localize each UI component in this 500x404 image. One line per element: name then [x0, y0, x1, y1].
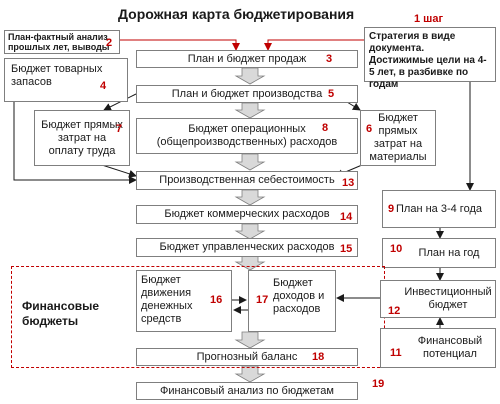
- node-strategy: Стратегия в виде документа. Достижимые ц…: [364, 27, 496, 90]
- node-production: План и бюджет производства: [136, 85, 358, 103]
- node-management-num: 15: [340, 243, 353, 255]
- node-forecast-num: 18: [312, 351, 325, 363]
- node-operational-num: 8: [322, 122, 329, 134]
- node-plan-year: План на год: [382, 238, 496, 268]
- node-cost: Производственная себестоимость: [136, 171, 358, 190]
- node-plan-year-num: 10: [390, 243, 403, 255]
- node-fin-potential: Финансовый потенциал: [380, 328, 496, 368]
- node-management: Бюджет управленческих расходов: [136, 238, 358, 257]
- node-inventory-text: Бюджет товарных запасов: [11, 63, 103, 88]
- financial-budgets-label: Финансовые бюджеты: [22, 299, 100, 328]
- connector-inventory-to-cost: [13, 102, 137, 184]
- node-forecast: Прогнозный баланс: [136, 348, 358, 366]
- node-plan-3-4-text: План на 3-4 года: [396, 202, 482, 215]
- node-income-text: Бюджет доходов и расходов: [273, 277, 325, 315]
- node-commercial-num: 14: [340, 211, 353, 223]
- node-inventory-num: 4: [100, 80, 107, 92]
- node-income-num: 17: [256, 294, 269, 306]
- node-labor-num: 7: [116, 123, 123, 135]
- connector-production-to-labor: [103, 93, 137, 111]
- diagram-title: Дорожная карта бюджетирования: [118, 6, 355, 22]
- node-sales-text: План и бюджет продаж: [187, 52, 307, 65]
- node-plan-fact: План-фактный анализ прошлых лет, выводы: [4, 30, 120, 54]
- node-cashflow-num: 16: [210, 294, 223, 306]
- node-cashflow-text: Бюджет движения денежных средств: [141, 274, 193, 325]
- node-strategy-num: 1 шаг: [414, 13, 444, 25]
- node-fin-potential-text: Финансовый потенциал: [417, 335, 483, 360]
- connector-plan-fact-to-sales: [120, 39, 240, 51]
- connector-labor-to-cost: [101, 164, 137, 178]
- node-commercial: Бюджет коммерческих расходов: [136, 205, 358, 224]
- node-plan-3-4: План на 3-4 года: [382, 190, 496, 228]
- node-fin-potential-num: 11: [390, 347, 402, 359]
- node-materials: Бюджет прямых затрат на материалы: [360, 110, 436, 166]
- node-analysis: Финансовый анализ по бюджетам: [136, 382, 358, 400]
- node-production-num: 5: [328, 88, 335, 100]
- node-analysis-num: 19: [372, 378, 385, 390]
- node-forecast-text: Прогнозный баланс: [196, 350, 298, 363]
- node-cashflow: Бюджет движения денежных средств: [136, 270, 232, 332]
- main-flow-arrows: [234, 67, 266, 383]
- node-investment-num: 12: [388, 305, 401, 317]
- node-materials-text: Бюджет прямых затрат на материалы: [369, 112, 427, 163]
- node-cost-num: 13: [342, 177, 355, 189]
- connector-strategy-to-sales: [264, 39, 364, 51]
- node-income: Бюджет доходов и расходов: [248, 270, 336, 332]
- node-cost-text: Производственная себестоимость: [159, 174, 335, 186]
- node-strategy-text: Стратегия в виде документа. Достижимые ц…: [369, 31, 487, 90]
- node-plan-fact-text: План-фактный анализ прошлых лет, выводы: [8, 32, 110, 52]
- node-analysis-text: Финансовый анализ по бюджетам: [159, 384, 334, 397]
- node-materials-num: 6: [366, 123, 373, 135]
- node-commercial-text: Бюджет коммерческих расходов: [164, 208, 330, 220]
- node-sales-num: 3: [326, 53, 333, 65]
- node-management-text: Бюджет управленческих расходов: [159, 241, 335, 253]
- node-operational: Бюджет операционных (общепроизводственны…: [136, 118, 358, 154]
- node-labor-text: Бюджет прямых затрат на оплату труда: [41, 118, 123, 157]
- node-investment: Инвестиционный бюджет: [380, 280, 496, 318]
- node-labor: Бюджет прямых затрат на оплату труда: [34, 110, 130, 166]
- node-sales: План и бюджет продаж: [136, 50, 358, 68]
- node-plan-fact-num: 2: [106, 37, 113, 49]
- node-operational-text: Бюджет операционных (общепроизводственны…: [156, 123, 338, 148]
- node-inventory: Бюджет товарных запасов: [4, 58, 128, 102]
- node-plan-year-text: План на год: [418, 246, 480, 259]
- node-plan-3-4-num: 9: [388, 203, 395, 215]
- node-investment-text: Инвестиционный бюджет: [404, 286, 492, 311]
- node-production-text: План и бюджет производства: [171, 87, 323, 100]
